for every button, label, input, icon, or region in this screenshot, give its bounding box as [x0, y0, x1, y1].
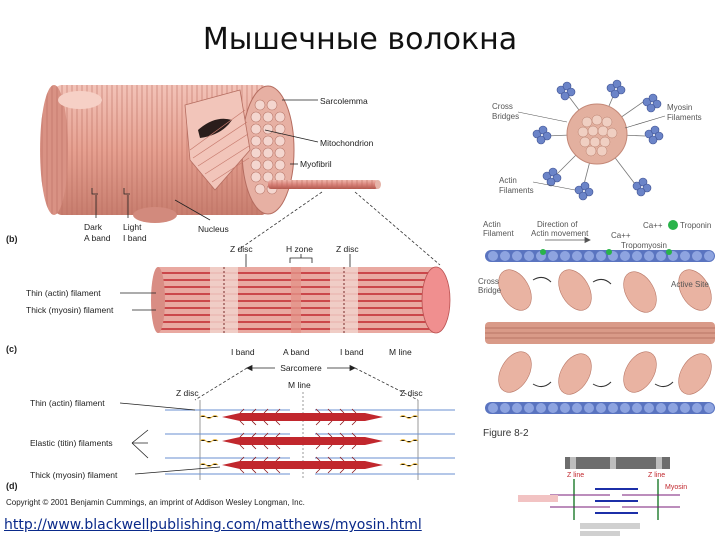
label-direction-2: Actin movement	[531, 229, 589, 238]
sarcomere-micrograph: Z line Z line Myosin	[470, 455, 720, 540]
label-z-line-right: Z line	[648, 472, 665, 479]
mitochondrion-shape	[198, 118, 232, 138]
label-direction-1: Direction of	[537, 220, 578, 229]
sliding-filament-figure: Actin Filament Direction of Actin moveme…	[475, 212, 720, 447]
label-myofibril: Myofibril	[300, 159, 332, 169]
muscle-fiber-illustration	[40, 85, 381, 223]
label-m-line-c: M line	[389, 347, 412, 357]
label-z-disc-d-left: Z disc	[176, 388, 199, 398]
label-a-band-c: A band	[283, 347, 310, 357]
label-dark: Dark	[84, 222, 103, 232]
label-z-disc-c-right: Z disc	[336, 244, 359, 254]
cross-section-svg: Cross Bridges Myosin Filaments Actin Fil…	[492, 79, 702, 201]
muscle-structure-svg: Sarcolemma Mitochondrion Myofibril Dark …	[6, 85, 455, 507]
filament-cross-section: Cross Bridges Myosin Filaments Actin Fil…	[475, 72, 720, 207]
label-thick-filament-d: Thick (myosin) filament	[30, 470, 118, 480]
label-actin-2: Filaments	[499, 186, 534, 195]
micrograph-strip	[565, 457, 670, 469]
actin-filament-top	[485, 249, 715, 262]
sarcomere-detail	[165, 392, 455, 480]
label-cross-bridges-2: Bridges	[492, 112, 519, 121]
source-link[interactable]: http://www.blackwellpublishing.com/matth…	[4, 517, 422, 533]
label-thin-filament-d: Thin (actin) filament	[30, 398, 105, 408]
nucleus-bulge	[58, 91, 102, 109]
actin-cluster-group	[532, 79, 664, 201]
label-i-band: I band	[123, 233, 147, 243]
muscle-structure-figure: Sarcolemma Mitochondrion Myofibril Dark …	[0, 70, 468, 522]
label-nucleus: Nucleus	[198, 224, 229, 234]
panel-letter-c: (c)	[6, 344, 17, 354]
label-cross-bridge-2: Bridge	[478, 286, 502, 295]
label-actin-1: Actin	[499, 176, 517, 185]
label-a-band: A band	[84, 233, 111, 243]
label-thick-filament-c: Thick (myosin) filament	[26, 305, 114, 315]
label-i-band-right: I band	[340, 347, 364, 357]
label-elastic-filaments: Elastic (titin) filaments	[30, 438, 113, 448]
label-ca-small: Ca++	[611, 231, 631, 240]
label-z-line-left: Z line	[567, 472, 584, 479]
page-title: Мышечные волокна	[202, 22, 518, 57]
label-cross-bridge-1: Cross	[478, 277, 499, 286]
label-actin-filament-1: Actin	[483, 220, 501, 229]
label-h-zone: H zone	[286, 244, 313, 254]
label-sarcolemma: Sarcolemma	[320, 96, 368, 106]
label-thin-filament-c: Thin (actin) filament	[26, 288, 101, 298]
label-sarcomere: Sarcomere	[280, 363, 322, 373]
myosin-filament	[485, 269, 715, 395]
label-myosin-micro: Myosin	[665, 484, 687, 491]
label-myosin-2: Filaments	[667, 113, 702, 122]
label-m-line-d: M line	[288, 380, 311, 390]
troponin-marker-icon	[668, 220, 678, 230]
label-z-disc-d-right: Z disc	[400, 388, 423, 398]
label-z-disc-c-left: Z disc	[230, 244, 253, 254]
label-actin-filament-2: Filament	[483, 229, 514, 238]
figure-label: Figure 8-2	[483, 428, 529, 439]
panel-letter-d: (d)	[6, 481, 18, 491]
copyright-text: Copyright © 2001 Benjamin Cummings, an i…	[6, 498, 305, 507]
label-myosin-1: Myosin	[667, 103, 692, 112]
myofibril-illustration	[151, 266, 451, 334]
micrograph-svg: Z line Z line Myosin	[518, 457, 687, 536]
label-ca: Ca++	[643, 221, 663, 230]
label-active-site: Active Site	[671, 280, 709, 289]
label-tropomyosin: Tropomyosin	[621, 241, 667, 250]
label-cross-bridges-1: Cross	[492, 102, 513, 111]
cutaway-window	[184, 89, 251, 191]
source-link-bar: http://www.blackwellpublishing.com/matth…	[4, 516, 474, 538]
label-i-band-left: I band	[231, 347, 255, 357]
actin-filament-bottom	[485, 402, 715, 414]
sliding-filament-svg: Actin Filament Direction of Actin moveme…	[478, 220, 715, 439]
label-troponin: Troponin	[680, 221, 711, 230]
label-mitochondrion: Mitochondrion	[320, 138, 374, 148]
panel-letter-b: (b)	[6, 234, 18, 244]
label-light: Light	[123, 222, 142, 232]
